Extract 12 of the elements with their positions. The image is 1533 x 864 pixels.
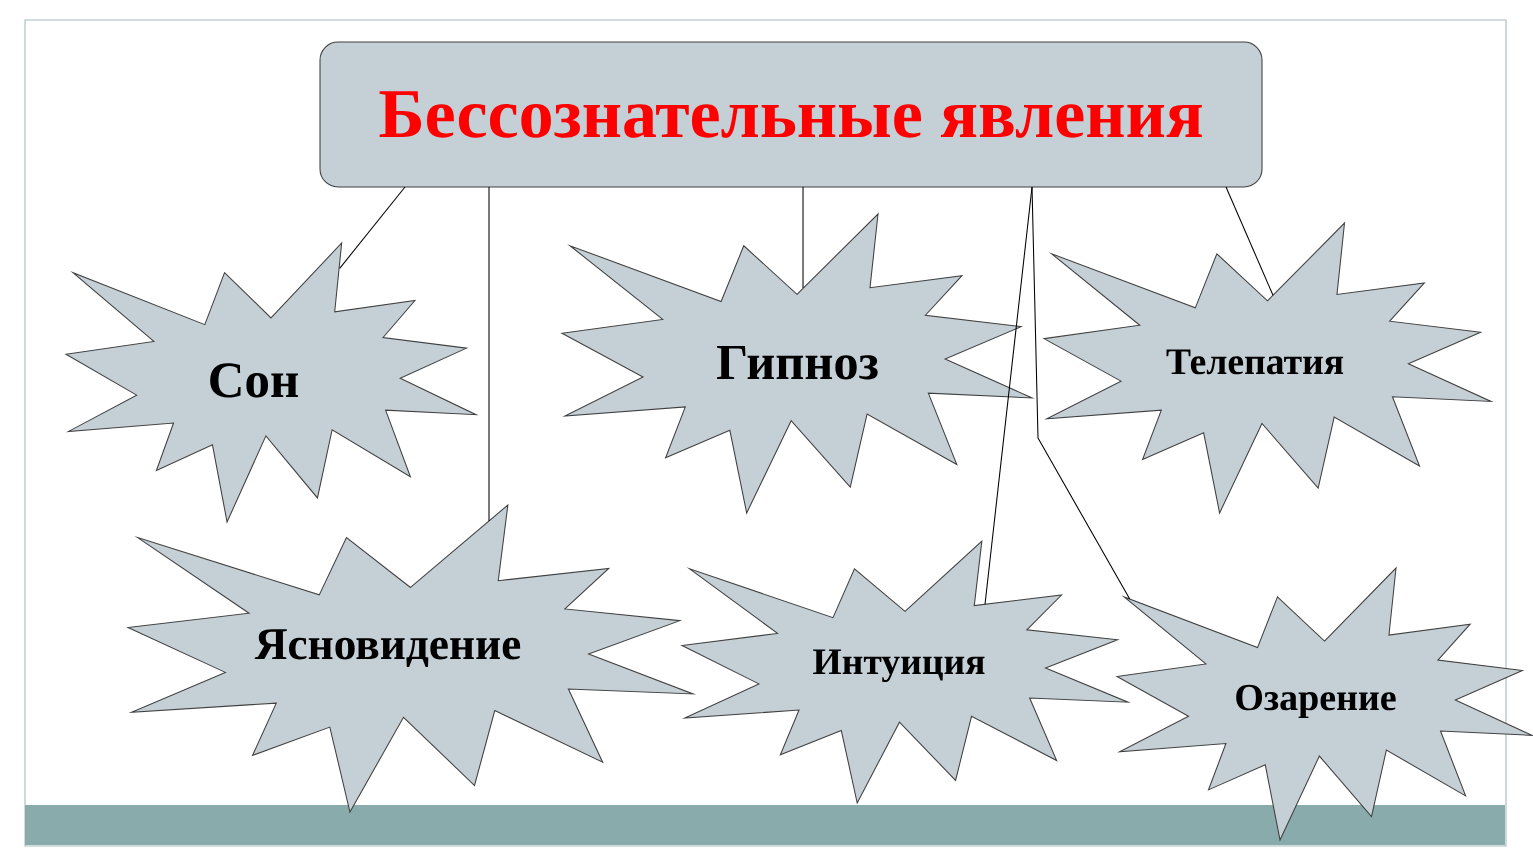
starburst: Сон	[64, 241, 479, 524]
connector-line	[1031, 186, 1131, 600]
starburst: Озарение	[1115, 566, 1533, 842]
starburst: Интуиция	[680, 539, 1131, 805]
starburst: Гипноз	[560, 212, 1035, 515]
connector-line	[339, 186, 406, 269]
connector-line	[1225, 186, 1274, 296]
rounded-box: Бессознательные явления	[319, 41, 1263, 188]
connector-line	[488, 186, 490, 522]
starburst: Ясновидение	[126, 503, 697, 814]
connector-line	[802, 186, 804, 289]
starburst: Телепатия	[1042, 221, 1494, 515]
